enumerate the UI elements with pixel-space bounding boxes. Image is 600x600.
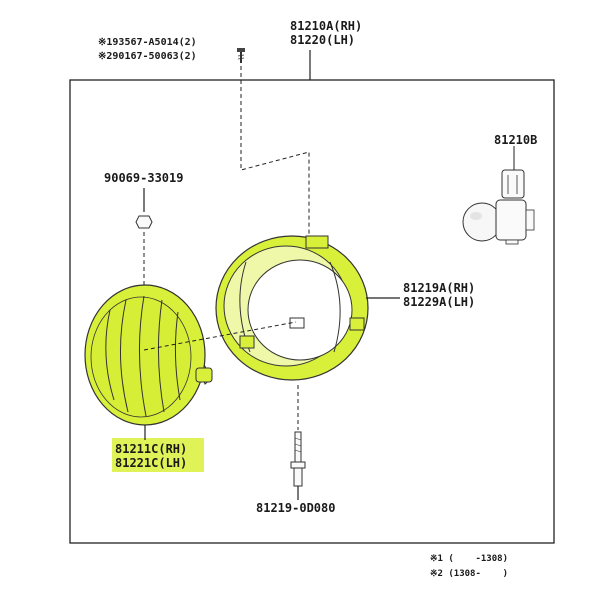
screw-ref-2-label: ※290167-50063(2): [98, 51, 197, 62]
lens-label-highlight: [112, 438, 204, 472]
footnote-2: ※2 (1308- ): [430, 569, 508, 579]
housing-part-rh-label: 81210A(RH): [290, 19, 362, 33]
retainer-ring-part: [215, 235, 369, 381]
fog-lens-part: [84, 284, 213, 426]
bulb-part-label: 81210B: [494, 133, 537, 147]
assembly-frame: [69, 79, 555, 544]
lens-part-rh-label: 81211C(RH): [115, 442, 187, 456]
housing-part-lh-label: 81220(LH): [290, 33, 355, 47]
screw-icon: [237, 48, 245, 63]
adjuster-screw-icon: [290, 431, 306, 487]
nut-part-label: 90069-33019: [104, 171, 183, 185]
footnote-1: ※1 ( -1308): [430, 554, 508, 564]
retainer-part-lh-label: 81229A(LH): [403, 295, 475, 309]
screw-ref-1-label: ※193567-A5014(2): [98, 37, 197, 48]
bulb-icon: [462, 146, 535, 245]
adjuster-part-label: 81219-0D080: [256, 501, 335, 515]
nut-icon: [135, 215, 153, 229]
lens-dashed-path: [143, 321, 297, 351]
lens-part-lh-label: 81221C(LH): [115, 456, 187, 470]
screw-dashed-path: [240, 66, 310, 262]
retainer-part-rh-label: 81219A(RH): [403, 281, 475, 295]
